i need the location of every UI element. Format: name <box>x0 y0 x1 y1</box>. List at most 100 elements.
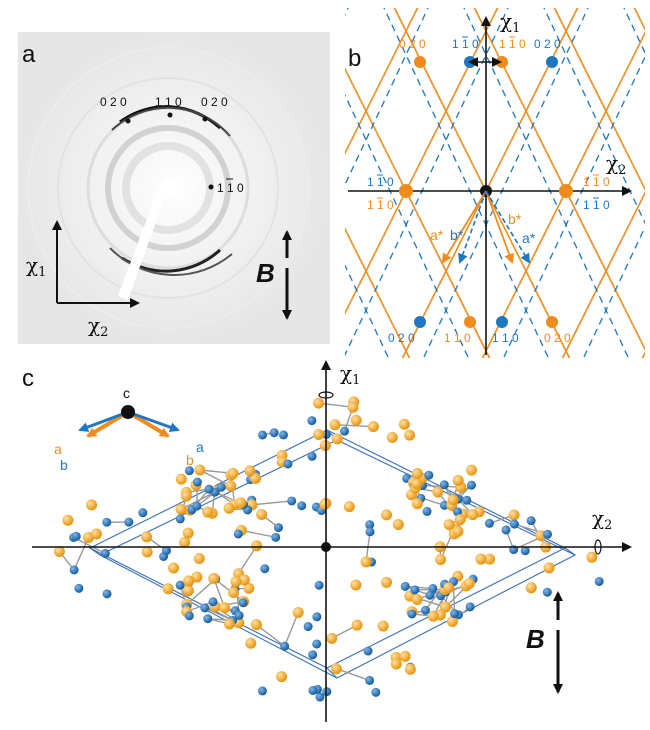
spot-orange-right <box>559 184 573 198</box>
bond <box>256 624 286 647</box>
chi1-label-b: χ1 <box>500 9 520 36</box>
atom-orange <box>465 464 477 476</box>
atom-orange <box>508 509 520 521</box>
atom-orange <box>543 562 555 574</box>
atom-orange <box>223 502 235 514</box>
atom-orange <box>377 620 389 632</box>
atom-blue <box>407 609 417 619</box>
a-star-orange-label: a* <box>430 227 444 243</box>
spot-110-top <box>167 112 173 118</box>
bond <box>73 537 90 571</box>
atom-blue <box>175 580 185 590</box>
atom-orange <box>243 582 255 594</box>
beamstop <box>118 184 168 300</box>
atom-blue <box>269 428 279 438</box>
atom-blue <box>297 501 307 511</box>
atom-orange <box>230 576 242 588</box>
atom-blue <box>542 587 552 597</box>
atom-blue <box>175 514 185 524</box>
diffraction-rings <box>27 47 309 329</box>
atom-blue <box>273 523 283 533</box>
atom-orange <box>390 658 402 670</box>
chi2-rotation-icon <box>594 539 602 555</box>
a-star-orange-arrow <box>441 190 487 264</box>
atom-blue <box>526 516 536 526</box>
atom-orange <box>183 575 195 587</box>
spot-orange-110-bottom <box>464 316 476 328</box>
atom-orange <box>586 551 598 563</box>
b-star-orange-label: b* <box>508 211 522 227</box>
atom-orange <box>331 433 343 445</box>
atom-orange <box>227 587 239 599</box>
a-blue-inset-arrow <box>127 410 180 432</box>
atom-blue <box>439 480 449 490</box>
orange-lattice-line <box>401 8 579 358</box>
blue-lattice-line <box>502 55 645 358</box>
atom-orange <box>191 571 203 583</box>
atom-orange <box>367 421 379 433</box>
atom-orange <box>440 601 452 613</box>
atom-orange <box>168 562 180 574</box>
atom-blue <box>420 605 430 615</box>
atom-orange <box>381 576 393 588</box>
atom-orange <box>193 552 205 564</box>
atom-orange <box>86 499 98 511</box>
atom-orange <box>182 527 194 539</box>
b-field-label-c: B <box>526 624 545 654</box>
orange-lattice-line <box>636 0 650 531</box>
a-star-blue-arrow <box>485 190 531 264</box>
atom-blue <box>312 639 322 649</box>
spot-orange-left <box>399 184 413 198</box>
atom-blue <box>303 622 313 632</box>
panel-b-label: b <box>348 45 361 72</box>
orange-lattice-line <box>561 191 645 358</box>
atom-orange <box>467 509 479 521</box>
atom-blue <box>543 529 553 539</box>
atom-blue <box>283 459 293 469</box>
idx-020-bottom-blue: 0 2 0 <box>388 331 415 345</box>
atom-blue <box>69 565 79 575</box>
atom-orange <box>245 637 257 649</box>
idx-110-top-blue: 1 1 0 <box>452 37 479 51</box>
atom-blue <box>484 518 494 528</box>
chi2-label-a: χ2 <box>88 313 108 340</box>
orange-lattice-line <box>393 8 571 358</box>
atom-blue <box>450 609 460 619</box>
panel-b-reciprocal-lattice: b χ1 χ2 0 2 0 1 1 0 1 1 0 0 2 0 1 1 0 1 <box>345 0 650 531</box>
atom-orange <box>182 585 194 597</box>
atom-blue <box>410 585 420 595</box>
atom-orange <box>227 467 239 479</box>
atom-blue <box>307 451 317 461</box>
atom-blue <box>365 527 375 537</box>
bond <box>241 529 276 539</box>
atom-orange <box>380 509 392 521</box>
atom-orange <box>351 619 363 631</box>
atom-orange <box>62 514 74 526</box>
c-axis-dot <box>121 405 135 419</box>
spot-blue-020-top <box>546 56 558 68</box>
atom-orange <box>180 490 192 502</box>
orange-lattice-line <box>553 8 645 191</box>
a-blue-inset-label: a <box>196 439 204 455</box>
atom-orange <box>208 572 220 584</box>
atom-blue <box>322 687 332 697</box>
atom-orange <box>175 473 187 485</box>
panel-c-label: c <box>22 365 34 392</box>
atom-blue <box>192 477 202 487</box>
atom-blue <box>278 430 288 440</box>
idx-110-bottom-orange: 1 1 0 <box>444 331 471 345</box>
atom-orange <box>411 593 423 605</box>
atom-blue <box>74 583 84 593</box>
atom-blue <box>312 612 322 622</box>
idx-left-blue: 1 1 0 <box>367 175 394 189</box>
atom-blue <box>203 614 213 624</box>
atom-orange <box>447 494 459 506</box>
atom-blue <box>124 517 134 527</box>
atom-orange <box>250 619 262 631</box>
atom-orange <box>175 503 187 515</box>
atom-orange <box>90 528 102 540</box>
atom-orange <box>350 579 362 591</box>
bond <box>336 668 370 682</box>
atom-blue <box>594 576 604 586</box>
atom-blue <box>425 590 435 600</box>
